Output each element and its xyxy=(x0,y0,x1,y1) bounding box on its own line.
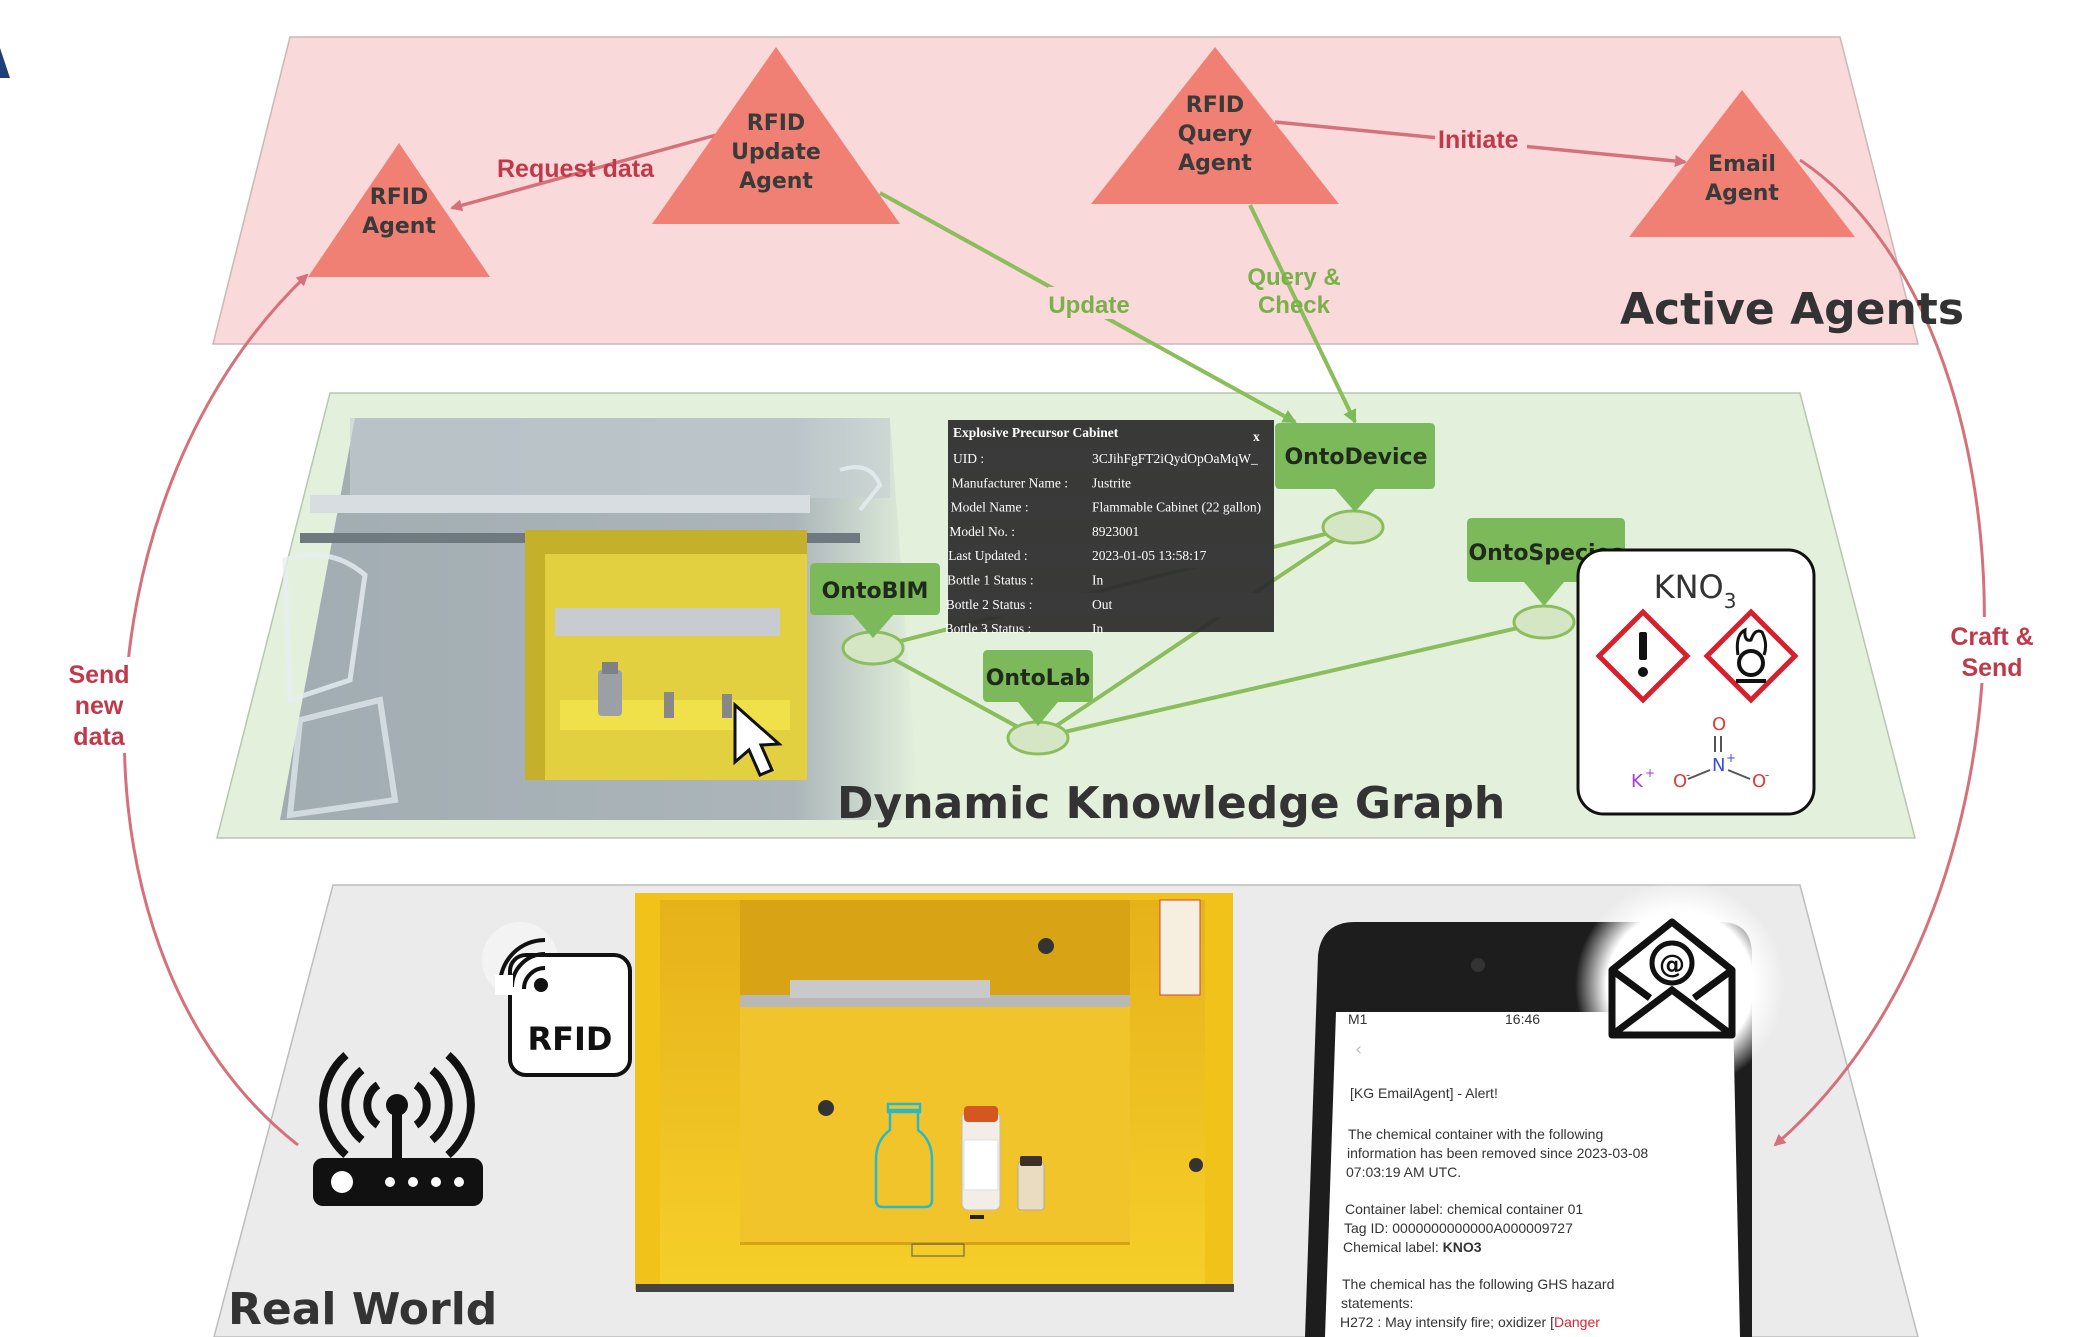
rfid-query-agent-label-1: RFID xyxy=(1186,93,1244,118)
email-body-line3: 07:03:19 AM UTC. xyxy=(1346,1164,1461,1180)
knowledge-graph-title: Dynamic Knowledge Graph xyxy=(837,778,1505,829)
rfid-tag-label: RFID xyxy=(528,1020,613,1058)
svg-text:+: + xyxy=(1726,751,1736,765)
email-ghs-line1: The chemical has the following GHS hazar… xyxy=(1342,1276,1614,1292)
email-envelope-icon: @ xyxy=(1608,918,1736,1039)
rfid-agent-label-2: Agent xyxy=(362,214,436,239)
ontobim-label: OntoBIM xyxy=(822,579,929,604)
svg-text:-: - xyxy=(1686,768,1690,782)
phone-status-time: 16:46 xyxy=(1505,1011,1540,1027)
popup-row-label: Model No. : xyxy=(949,524,1015,539)
email-agent: Email Agent xyxy=(1629,90,1855,237)
svg-text:@: @ xyxy=(1659,950,1685,980)
popup-row-label: Manufacturer Name : xyxy=(952,475,1068,490)
mouse-cursor-icon xyxy=(733,701,783,777)
3d-lab-model-view xyxy=(280,418,920,820)
real-world-title: Real World xyxy=(228,1284,497,1335)
popup-row-value: Flammable Cabinet (22 gallon) xyxy=(1092,500,1261,515)
popup-row-label: Bottle 3 Status : xyxy=(945,621,1032,636)
ontobim-node: OntoBIM xyxy=(810,563,940,638)
email-chemical-label: Chemical label: KNO3 xyxy=(1343,1239,1482,1255)
popup-row-value: Justrite xyxy=(1092,475,1131,490)
rfid-query-agent-label-3: Agent xyxy=(1178,151,1252,176)
rfid-tag-icon: RFID xyxy=(482,922,632,1077)
ontodevice-label: OntoDevice xyxy=(1284,445,1427,470)
rfid-update-agent-label-3: Agent xyxy=(739,169,813,194)
corner-mark xyxy=(0,48,10,78)
popup-title: Explosive Precursor Cabinet xyxy=(953,425,1119,440)
rfid-update-agent: RFID Update Agent xyxy=(652,47,900,224)
popup-close-button[interactable]: x xyxy=(1253,429,1260,444)
rfid-agent: RFID Agent xyxy=(308,143,490,277)
rfid-query-agent: RFID Query Agent xyxy=(1091,47,1339,204)
email-ghs-line2: statements: xyxy=(1341,1295,1413,1311)
email-agent-label-2: Agent xyxy=(1705,181,1779,206)
popup-row-label: UID : xyxy=(953,451,984,466)
oxidizer-hazard-icon xyxy=(1703,608,1799,704)
svg-text:O: O xyxy=(1712,714,1726,735)
svg-text:N: N xyxy=(1712,755,1725,776)
svg-text:+: + xyxy=(1645,766,1655,780)
svg-text:-: - xyxy=(1765,768,1769,782)
rfid-query-agent-label-2: Query xyxy=(1178,122,1252,147)
graph-node-dots xyxy=(841,509,1576,756)
rfid-reader-router-icon xyxy=(313,1051,483,1206)
edge-label-query-check-2: Check xyxy=(1258,292,1331,319)
kno3-species-card: KNO3 K + O N + O - O - xyxy=(1576,548,1816,816)
email-h272: H272 : May intensify fire; oxidizer [Dan… xyxy=(1340,1314,1600,1330)
svg-text:K: K xyxy=(1631,771,1644,792)
popup-row-value: Out xyxy=(1092,597,1112,612)
ontolab-label: OntoLab xyxy=(986,666,1091,691)
phone-email-screenshot: @ M1 16:46 ‹ [KG EmailAgent] - Alert! Th… xyxy=(1305,880,1785,1337)
back-chevron-icon[interactable]: ‹ xyxy=(1355,1039,1362,1060)
rfid-update-agent-label-2: Update xyxy=(731,140,821,165)
popup-row-value: In xyxy=(1092,621,1103,636)
exclamation-hazard-icon xyxy=(1595,608,1691,704)
popup-row-label: Bottle 1 Status : xyxy=(947,573,1034,588)
rfid-update-agent-label-1: RFID xyxy=(747,111,805,136)
device-info-popup: Explosive Precursor Cabinet x UID : 3CJih… xyxy=(945,420,1274,636)
popup-row-label: Bottle 2 Status : xyxy=(946,597,1033,612)
email-container-label: Container label: chemical container 01 xyxy=(1345,1201,1583,1217)
edge-label-initiate: Initiate xyxy=(1438,126,1519,154)
popup-row-value: 2023-01-05 13:58:17 xyxy=(1092,548,1207,563)
edge-label-update: Update xyxy=(1048,292,1129,319)
edge-label-query-check-1: Query & xyxy=(1247,264,1340,291)
email-subject: [KG EmailAgent] - Alert! xyxy=(1350,1085,1498,1101)
species-formula: KNO3 xyxy=(1654,568,1737,613)
chemical-cabinet-photo xyxy=(635,893,1234,1292)
svg-text:O: O xyxy=(1752,771,1766,792)
email-agent-label-1: Email xyxy=(1708,152,1776,177)
popup-row-value: 3CJihFgFT2iQydOpOaMqW_ xyxy=(1092,451,1258,466)
edge-label-craft-2: Send xyxy=(1961,654,2022,682)
svg-text:O: O xyxy=(1673,771,1687,792)
popup-row-value: In xyxy=(1092,573,1103,588)
active-agents-title: Active Agents xyxy=(1620,284,1964,335)
phone-status-carrier: M1 xyxy=(1348,1011,1368,1027)
ontodevice-node: OntoDevice xyxy=(1275,423,1435,512)
edge-label-request-data: Request data xyxy=(497,155,655,183)
popup-row-label: Last Updated : xyxy=(948,548,1027,563)
edge-label-send-2: new xyxy=(75,692,124,720)
ontolab-node: OntoLab xyxy=(983,650,1093,726)
popup-row-label: Model Name : xyxy=(951,500,1029,515)
email-tag-id: Tag ID: 0000000000000A000009727 xyxy=(1344,1220,1573,1236)
edge-label-send-3: data xyxy=(73,723,126,751)
edge-label-craft-1: Craft & xyxy=(1950,623,2033,651)
rfid-agent-label-1: RFID xyxy=(370,185,428,210)
active-agents-layer xyxy=(212,36,1919,345)
email-body-line1: The chemical container with the followin… xyxy=(1348,1126,1603,1142)
popup-row-value: 8923001 xyxy=(1092,524,1139,539)
edge-label-send-1: Send xyxy=(68,661,129,689)
nitrate-structure: K + O N + O - O - xyxy=(1631,714,1769,792)
email-body-line2: information has been removed since 2023-… xyxy=(1347,1145,1648,1161)
